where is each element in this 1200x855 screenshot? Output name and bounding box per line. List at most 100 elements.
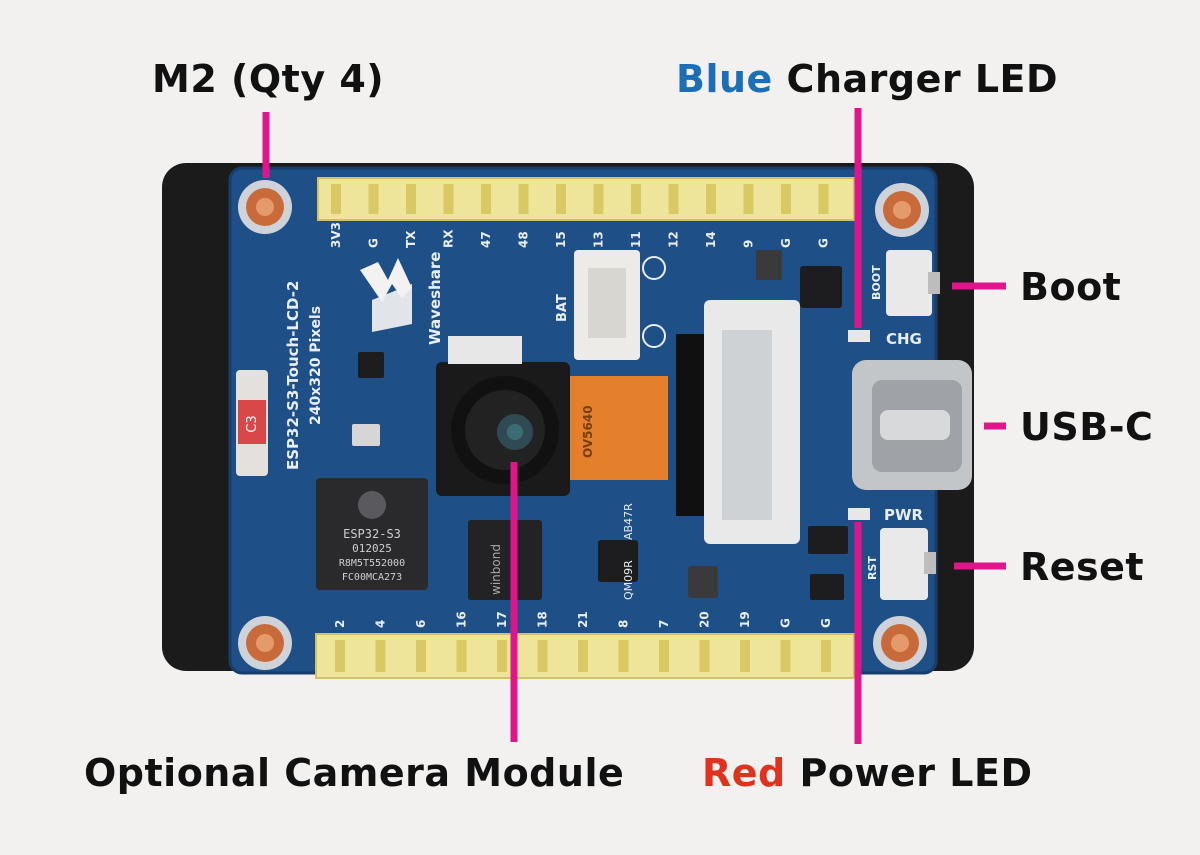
bottom-pin-header (315, 633, 855, 679)
board-resolution-text: 240x320 Pixels (308, 306, 324, 425)
top-pin-label: 14 (704, 231, 718, 248)
label-power-led-rest: Power LED (785, 751, 1033, 795)
bottom-pin-label: 4 (374, 620, 388, 628)
bottom-pin-label: 16 (455, 611, 469, 628)
top-pin (743, 184, 754, 214)
label-m2: M2 (Qty 4) (152, 60, 384, 98)
label-power-led-accent: Red (702, 751, 786, 795)
bottom-pin-label: 7 (657, 620, 671, 628)
camera-flex-label: OV5640 (581, 405, 595, 458)
boot-button-hw: BOOT (870, 250, 940, 316)
top-pin (818, 184, 829, 214)
bottom-pin (618, 640, 629, 672)
label-camera: Optional Camera Module (84, 754, 624, 792)
bottom-pin-label: G (819, 618, 833, 628)
top-pin-label: 3V3 (329, 222, 343, 248)
power-led-hw: PWR (848, 506, 924, 524)
top-pin-label: 47 (479, 231, 493, 248)
capacitor-label: C3 (245, 415, 260, 432)
bottom-pin (699, 640, 710, 672)
flash-chip-label: winbond (489, 544, 503, 595)
camera-flex-cable: OV5640 (570, 376, 668, 480)
bottom-pin-label: G (779, 618, 793, 628)
board-name-text: ESP32-S3-Touch-LCD-2 (284, 281, 302, 470)
top-pin (706, 184, 716, 214)
label-camera-text: Optional Camera Module (84, 751, 625, 795)
top-pin (481, 184, 491, 214)
label-reset: Reset (1020, 548, 1144, 586)
bottom-pin (537, 640, 548, 672)
top-pin (668, 184, 679, 214)
top-pin (593, 184, 604, 214)
lcd-fpc-connector (676, 300, 800, 544)
bottom-pin (821, 640, 831, 672)
mounting-hole-bottom-left (238, 616, 292, 670)
camera-module (436, 336, 570, 496)
label-charger-led-rest: Charger LED (772, 57, 1059, 101)
flash-chip: winbond (468, 520, 542, 600)
top-pin (556, 184, 566, 214)
usb-c-port-hw (852, 360, 972, 490)
bottom-pin (659, 640, 669, 672)
mounting-hole-top-left (238, 180, 292, 234)
top-pin-label: 15 (554, 231, 568, 248)
bottom-pin (497, 640, 507, 672)
bottom-pin (740, 640, 750, 672)
bottom-pin (578, 640, 588, 672)
mounting-hole-top-right (875, 183, 929, 237)
bottom-pin-label: 8 (617, 620, 631, 628)
label-m2-text: M2 (Qty 4) (152, 57, 385, 101)
bottom-pin-label: 20 (698, 611, 712, 628)
label-charger-led: Blue Charger LED (676, 60, 1058, 98)
pointer-lines (262, 108, 1006, 744)
top-pin (368, 184, 379, 214)
chip-line-2: 012025 (352, 542, 392, 555)
bottom-pin-label: 18 (536, 611, 550, 628)
label-usb-c: USB-C (1020, 408, 1153, 446)
top-pin-label: 12 (667, 231, 681, 248)
boot-hw-label: BOOT (870, 265, 883, 300)
label-boot-text: Boot (1020, 265, 1122, 309)
top-pin (443, 184, 454, 214)
charger-led-label: CHG (886, 330, 922, 348)
chip-line-4: FC00MCA273 (342, 572, 402, 583)
top-pin (331, 184, 341, 214)
bottom-pin (416, 640, 426, 672)
top-pin (631, 184, 641, 214)
bottom-pin-label: 21 (576, 611, 590, 628)
top-pin-label: 9 (742, 240, 756, 248)
bottom-pin (335, 640, 345, 672)
battery-label: BAT (555, 294, 570, 322)
top-pin-header (317, 177, 855, 221)
bottom-pin (375, 640, 386, 672)
label-usb-c-text: USB-C (1020, 405, 1154, 449)
reset-button-hw: RST (866, 528, 936, 600)
power-led-label: PWR (884, 506, 924, 524)
battery-connector: BAT (555, 250, 666, 360)
inductor-1-label: AB47R (622, 503, 635, 540)
top-pin-label: G (367, 238, 381, 248)
top-pin-label: G (817, 238, 831, 248)
chip-line-3: R8M5T552000 (339, 558, 405, 569)
top-pin (406, 184, 416, 214)
top-pin (781, 184, 791, 214)
label-reset-text: Reset (1020, 545, 1145, 589)
bottom-pin (456, 640, 467, 672)
label-boot: Boot (1020, 268, 1121, 306)
mounting-hole-bottom-right (873, 616, 927, 670)
charger-led-hw: CHG (848, 330, 922, 348)
top-pin (518, 184, 529, 214)
bottom-pin-label: 19 (738, 611, 752, 628)
inductor-2-label: QM09R (622, 560, 635, 600)
label-charger-led-accent: Blue (676, 57, 773, 101)
brand-text: Waveshare (426, 252, 444, 345)
top-pin-label: 48 (517, 231, 531, 248)
bottom-pin-label: 17 (495, 611, 509, 628)
top-pin-label: G (779, 238, 793, 248)
chip-line-1: ESP32-S3 (343, 527, 401, 541)
bottom-pin-label: 2 (333, 620, 347, 628)
